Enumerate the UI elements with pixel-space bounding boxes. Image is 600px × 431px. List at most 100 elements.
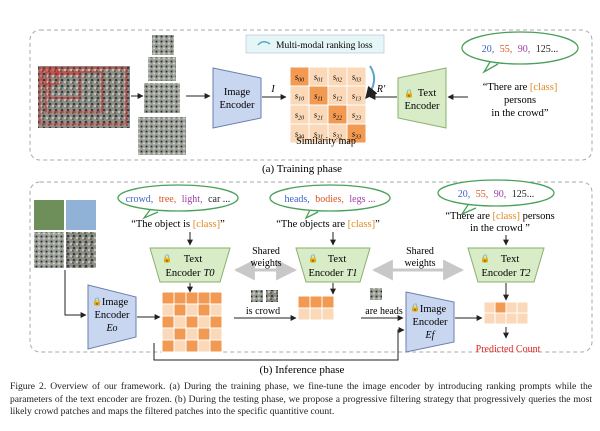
similarity-cell-label: s23 [352,110,361,122]
grid-cell [161,291,175,305]
image-encoder-eo [87,284,137,350]
is-crowd-patch-2 [266,290,278,302]
prompt-object-is: “The object is [class]” [131,219,225,230]
grid-cell [505,301,518,314]
grid-cell [483,312,496,325]
similarity-cell-label: s20 [295,110,304,122]
similarity-cell-label: s11 [314,91,323,103]
similarity-cell-label: s03 [352,72,361,84]
similarity-cell-label: s22 [333,110,342,122]
grid-cell [209,303,223,317]
similarity-cell-label: s02 [333,72,342,84]
text-encoder-t1 [295,247,371,283]
grid-cell [297,295,311,309]
similarity-cell-label: s12 [333,91,342,103]
lock-icon: 🔒 [92,297,102,306]
training-prompt-line-3: in the crowd” [491,108,548,119]
grid-cell [197,315,211,329]
grid-cell [494,312,507,325]
grid-cell [185,303,199,317]
image-encoder-ef-label-2: Encoder [413,317,448,328]
ranking-loss-box [245,34,385,54]
training-phase-label: (a) Training phase [262,163,342,175]
prompt-there-are: “There are [class] persons [445,211,554,222]
image-encoder-eo-symbol: Eo [105,323,117,334]
lock-icon: 🔒 [410,303,420,312]
grid-cell [197,327,211,341]
image-encoder-eo-label-2: Encoder [95,310,130,321]
similarity-cell-label: s33 [352,129,361,141]
training-panel [29,29,593,161]
grid-cell [197,291,211,305]
body-part-bubble [269,184,391,220]
shared-weights-label-1b: weights [250,258,281,269]
figure-caption: Figure 2. Overview of our framework. (a)… [10,381,592,417]
head-probability-grid [297,295,335,321]
input-to-encoder-arrow [64,270,87,318]
object-words: crowd, tree, light, car ... [126,194,231,205]
grid-cell [161,303,175,317]
bubble-number: 55, [500,44,513,55]
text-encoder-t1-label-1: Text [328,254,347,265]
ranking-loss-label: Multi-modal ranking loss [276,41,373,51]
lock-icon: 🔒 [404,89,414,98]
grid-cell [309,295,323,309]
text-encoder-t0 [149,247,231,283]
object-word-bubble [117,184,239,220]
shared-weights-label-1a: Shared [252,246,280,257]
similarity-cell [346,123,367,144]
text-encoder-t2-label-1: Text [501,254,520,265]
ranking-curve-arrow [365,65,378,99]
grid-cell [505,312,518,325]
inference-input-images [34,200,96,268]
grid-cell [173,315,187,329]
training-prompt-line-1: “There are [class] [483,82,558,93]
training-image-encoder-label-1: Image [224,87,251,98]
training-number-bubble [461,31,579,74]
training-text-encoder-label-2: Encoder [405,101,440,112]
image-encoder-eo-label-1: Image [102,297,129,308]
prompt-objects-are: “The objects are [class]” [276,219,380,230]
lock-icon: 🔒 [480,254,490,263]
arrow-i-label: I [270,84,275,95]
similarity-cell-label: s01 [314,72,323,84]
grid-cell [161,327,175,341]
inference-phase-label: (b) Inference phase [260,364,345,376]
grid-cell [483,301,496,314]
text-encoder-t2 [467,247,545,283]
grid-cell [173,339,187,353]
body-part-words: heads, bodies, legs ... [285,194,376,205]
grid-cell [516,301,529,314]
feedback-path [153,327,405,361]
grid-cell [321,307,335,321]
is-crowd-patch-1 [251,290,263,302]
count-probability-grid [483,301,529,325]
grid-cell [494,301,507,314]
grid-cell [161,315,175,329]
similarity-cell-label: s32 [333,129,342,141]
grid-cell [185,339,199,353]
grid-cell [209,327,223,341]
grid-cell [197,339,211,353]
similarity-cell-label: s10 [295,91,304,103]
training-prompt-line-2: persons [504,95,536,106]
similarity-cell-label: s13 [352,91,361,103]
training-image-encoder-label-2: Encoder [220,100,255,111]
training-text-encoder-label-1: Text [418,88,437,99]
grid-cell [185,315,199,329]
image-encoder-ef [405,291,455,353]
training-image-encoder [212,67,262,129]
similarity-map-label: Similarity map [296,136,356,147]
predicted-count-label: Predicted Count [476,344,541,355]
grid-cell [309,307,323,321]
loss-curve-icon [257,41,271,46]
image-encoder-ef-label-1: Image [420,304,447,315]
shared-weights-label-2b: weights [404,258,435,269]
similarity-cell-label: s31 [314,129,323,141]
bubble-number: 125... [536,44,559,55]
inference-bubble-numbers: 20, 55, 90, 125... [458,189,535,200]
crowd-probability-grid [161,291,223,353]
